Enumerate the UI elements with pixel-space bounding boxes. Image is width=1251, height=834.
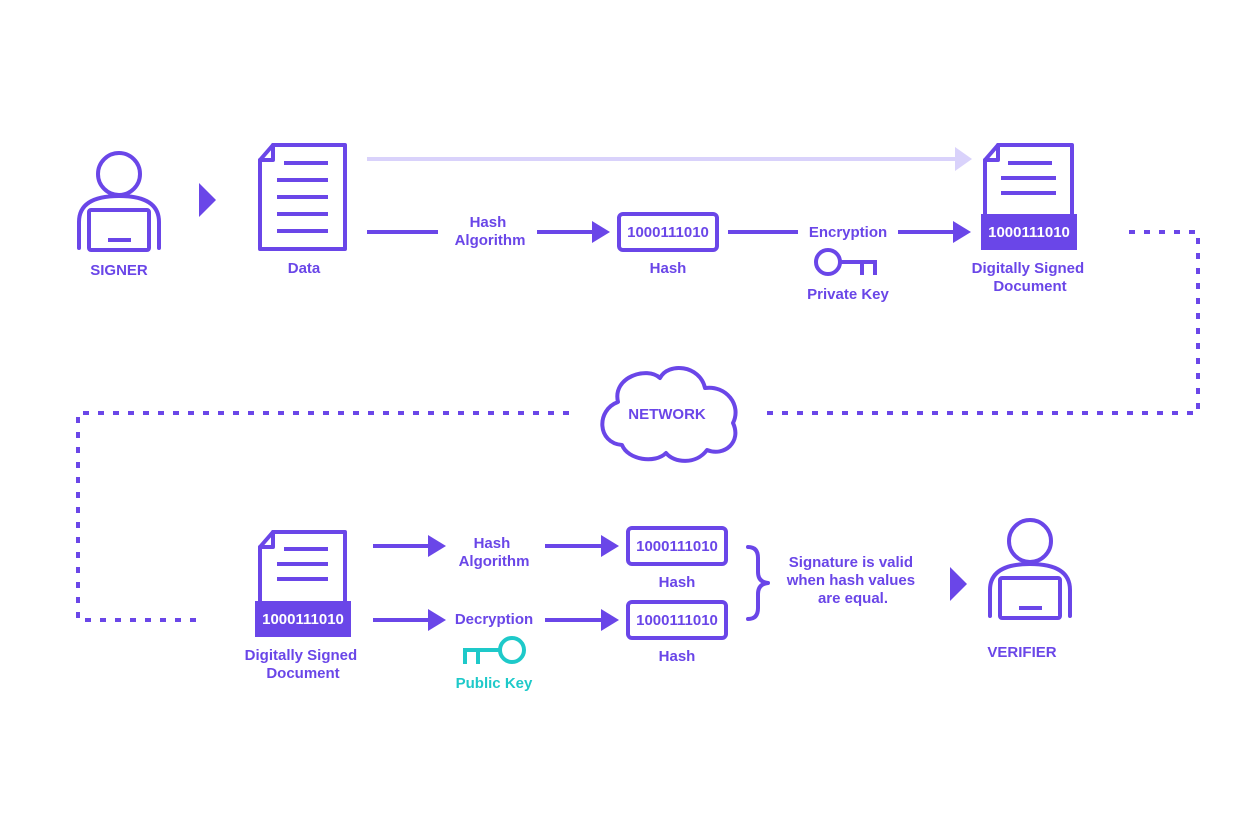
encryption-arrow bbox=[728, 221, 971, 243]
verify-hash-label-2: Hash bbox=[659, 648, 696, 665]
verify-hash-label-1: Hash bbox=[659, 574, 696, 591]
verifier-icon bbox=[988, 518, 1072, 620]
encryption-label: Encryption bbox=[809, 224, 887, 241]
signer-label: SIGNER bbox=[90, 262, 148, 279]
verify-doc-arrow-bottom bbox=[373, 609, 446, 631]
hash-algorithm-label: Hash Algorithm bbox=[455, 214, 526, 249]
data-to-signed-doc-arrow bbox=[367, 147, 972, 171]
public-key-icon bbox=[463, 636, 526, 664]
verify-hash-arrow-top bbox=[545, 535, 619, 557]
private-key-icon bbox=[814, 248, 877, 276]
decryption-label: Decryption bbox=[455, 611, 533, 628]
signed-doc-label: Digitally Signed Document bbox=[972, 260, 1089, 295]
hash-value: 1000111010 bbox=[627, 224, 709, 241]
hash-algorithm-arrow bbox=[367, 221, 610, 243]
signed-document-icon bbox=[981, 143, 1077, 250]
hash-box bbox=[617, 212, 719, 252]
verify-doc-arrow-top bbox=[373, 535, 446, 557]
verify-hash-value-1: 1000111010 bbox=[636, 538, 718, 555]
cloud-icon bbox=[600, 366, 738, 463]
signed-doc-value: 1000111010 bbox=[988, 224, 1070, 241]
verify-hash-box-1 bbox=[626, 526, 728, 566]
compare-brace bbox=[746, 545, 770, 621]
verify-hash-arrow-bottom bbox=[545, 609, 619, 631]
signer-icon bbox=[77, 151, 161, 252]
data-document-icon bbox=[258, 143, 347, 251]
signature-valid-note: Signature is valid when hash values are … bbox=[786, 554, 920, 607]
network-dotted-path bbox=[76, 230, 1200, 622]
note-to-verifier-arrow bbox=[950, 567, 967, 601]
verify-hash-box-2 bbox=[626, 600, 728, 640]
received-signed-document-icon bbox=[255, 530, 351, 637]
verify-hash-algorithm-label: Hash Algorithm bbox=[459, 535, 530, 570]
private-key-label: Private Key bbox=[807, 286, 889, 303]
received-doc-label: Digitally Signed Document bbox=[245, 647, 362, 682]
verify-hash-value-2: 1000111010 bbox=[636, 612, 718, 629]
hash-label: Hash bbox=[650, 260, 687, 277]
network-label: NETWORK bbox=[628, 406, 706, 423]
received-doc-value: 1000111010 bbox=[262, 611, 344, 628]
data-label: Data bbox=[288, 260, 321, 277]
verifier-label: VERIFIER bbox=[987, 644, 1056, 661]
public-key-label: Public Key bbox=[456, 675, 533, 692]
signer-to-data-arrow bbox=[199, 183, 216, 217]
